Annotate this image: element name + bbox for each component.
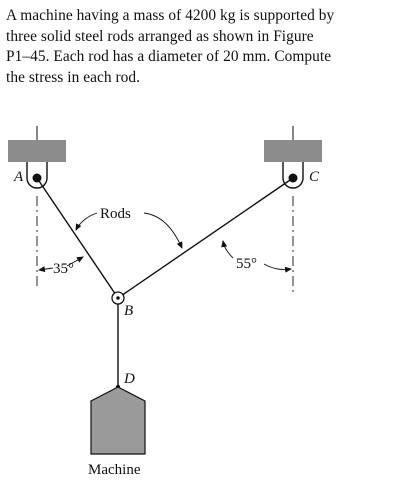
angle-left-arrow-in: [38, 266, 54, 273]
rods-label: Rods: [100, 206, 131, 222]
angle-right-arrow-out: [263, 263, 292, 273]
rod-bc: [117, 177, 294, 299]
problem-statement: A machine having a mass of 4200 kg is su…: [6, 6, 410, 88]
problem-line-4: the stress in each rod.: [6, 68, 141, 86]
right-ceiling-block: [264, 140, 322, 162]
support-label-a: A: [13, 169, 24, 185]
problem-line-1: A machine having a mass of 4200 kg is su…: [6, 7, 335, 24]
rod-ab: [36, 177, 119, 299]
angle-label-35: 35°: [53, 261, 74, 277]
joint-label-b: B: [124, 303, 133, 319]
problem-line-3: P1–45. Each rod has a diameter of 20 mm.…: [6, 48, 332, 65]
left-ceiling-block: [8, 140, 66, 162]
angle-label-55: 55°: [236, 256, 257, 272]
angle-right-arrow-in: [221, 240, 234, 259]
right-support: [264, 126, 322, 296]
support-label-c: C: [309, 169, 320, 185]
machine-label: Machine: [88, 462, 141, 478]
angle-left-arrow-out: [66, 256, 84, 267]
problem-line-2: three solid steel rods arranged as shown…: [6, 27, 314, 45]
rods-leader-left: [75, 212, 98, 231]
joint-b-pin: [116, 296, 120, 300]
rods-leader-right: [143, 212, 183, 249]
machine-body: [90, 386, 146, 455]
hook-label-d: D: [123, 371, 135, 387]
